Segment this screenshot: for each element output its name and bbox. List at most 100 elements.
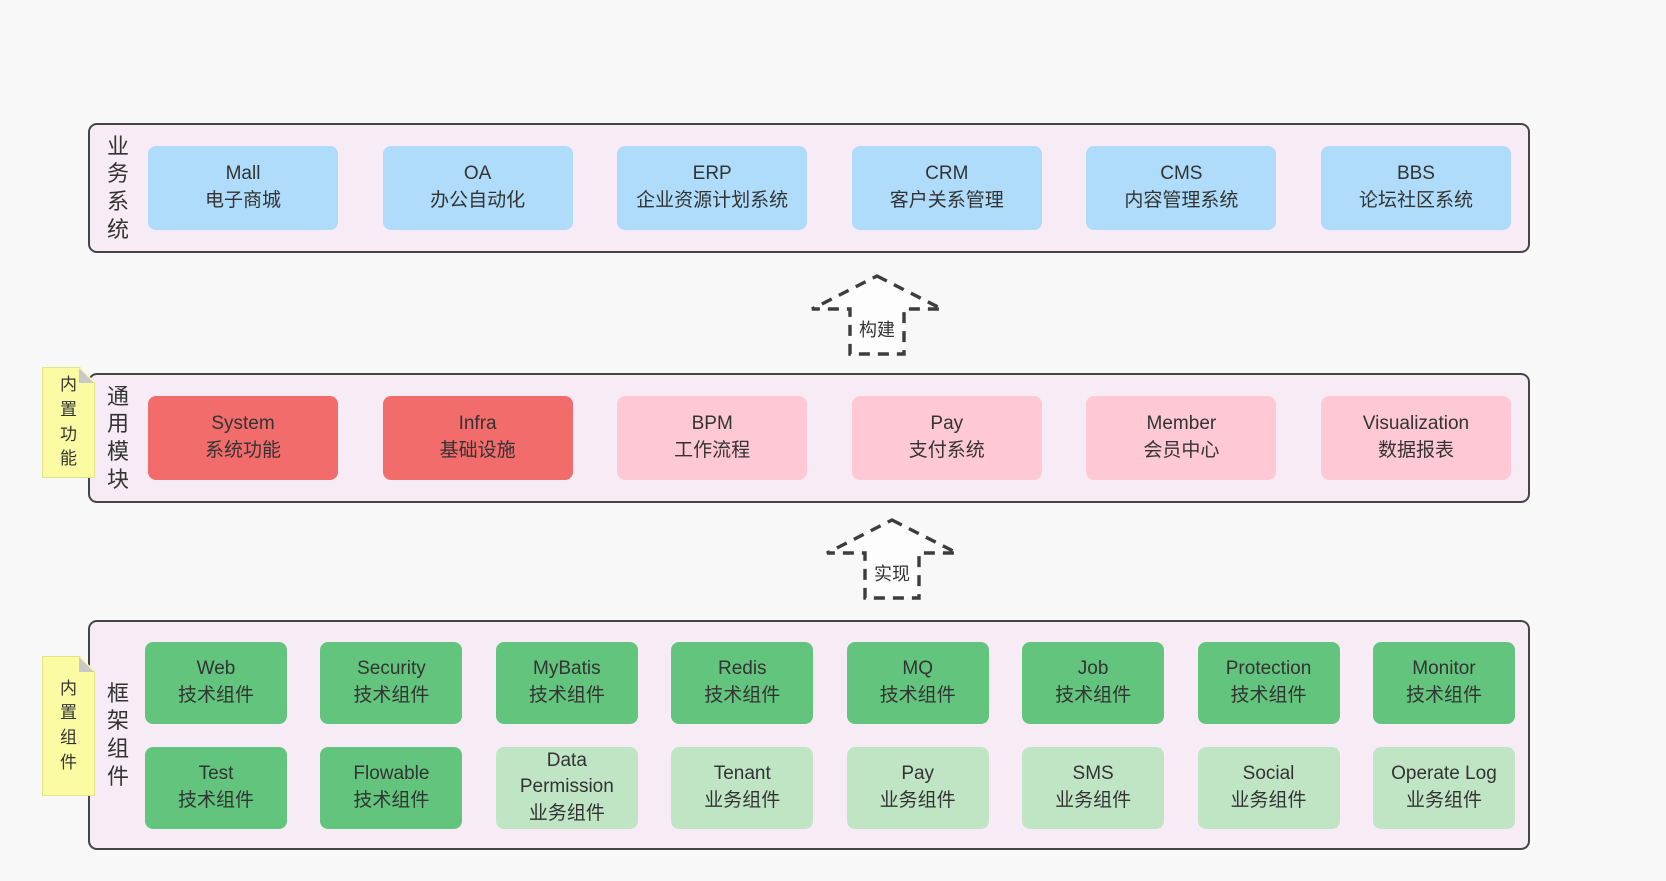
layer-label: 通用模块 xyxy=(106,383,129,492)
box-name: SMS xyxy=(1072,763,1114,785)
box-subtitle: 技术组件 xyxy=(353,789,430,811)
box-name: Operate Log xyxy=(1391,763,1497,785)
box-name: Protection xyxy=(1225,658,1312,680)
box-subtitle: 业务组件 xyxy=(1405,789,1482,811)
box-crm: CRM 客户关系管理 xyxy=(851,146,1042,230)
layer-framework-components: 框架组件 Web 技术组件 Security 技术组件 MyBatis 技术组件… xyxy=(88,620,1530,850)
box-subtitle: 论坛社区系统 xyxy=(1358,190,1473,211)
layer-common-modules: 通用模块 System 系统功能 Infra 基础设施 BPM 工作流程 Pay… xyxy=(88,373,1530,503)
arrow-label: 构建 xyxy=(858,316,896,342)
box-monitor: Monitor 技术组件 xyxy=(1372,641,1515,724)
box-test: Test 技术组件 xyxy=(145,746,287,829)
arrow-label: 实现 xyxy=(873,560,911,586)
box-subtitle: 办公自动化 xyxy=(430,190,526,211)
box-subtitle: 客户关系管理 xyxy=(889,190,1004,211)
box-name: Redis xyxy=(717,658,767,680)
box-subtitle: 技术组件 xyxy=(879,684,956,706)
box-pay-biz: Pay 业务组件 xyxy=(846,746,989,829)
note-label: 内置组件 xyxy=(60,678,77,772)
implement-arrow: 实现 xyxy=(824,517,960,601)
box-flowable: Flowable 技术组件 xyxy=(320,746,463,829)
box-data-permission: Data Permission 业务组件 xyxy=(495,746,638,829)
box-subtitle: 数据报表 xyxy=(1377,440,1454,461)
box-protection: Protection 技术组件 xyxy=(1197,641,1340,724)
box-subtitle: 技术组件 xyxy=(177,684,254,706)
box-operate-log: Operate Log 业务组件 xyxy=(1372,746,1515,829)
layer-label: 框架组件 xyxy=(106,680,129,789)
box-visualization: Visualization 数据报表 xyxy=(1320,396,1511,480)
component-boxes-grid: Web 技术组件 Security 技术组件 MyBatis 技术组件 Redi… xyxy=(133,641,1528,829)
layer-label: 业务系统 xyxy=(106,133,129,242)
box-subtitle: 技术组件 xyxy=(353,684,430,706)
box-subtitle: 技术组件 xyxy=(1055,684,1132,706)
box-name: Data Permission xyxy=(519,750,614,798)
box-mq: MQ 技术组件 xyxy=(846,641,989,724)
box-subtitle: 技术组件 xyxy=(177,789,254,811)
box-pay: Pay 支付系统 xyxy=(851,396,1042,480)
box-name: CRM xyxy=(925,163,969,185)
box-name: BPM xyxy=(691,413,733,435)
box-name: Web xyxy=(196,658,236,680)
note-built-in-features: 内置功能 xyxy=(42,367,95,478)
box-subtitle: 支付系统 xyxy=(908,440,985,461)
box-name: Security xyxy=(357,658,426,680)
box-subtitle: 技术组件 xyxy=(1405,684,1482,706)
note-label: 内置功能 xyxy=(60,375,77,469)
box-subtitle: 技术组件 xyxy=(704,684,781,706)
layer-business-systems: 业务系统 Mall 电子商城 OA 办公自动化 ERP 企业资源计划系统 CRM… xyxy=(88,123,1530,253)
box-name: MQ xyxy=(902,658,933,680)
box-name: Job xyxy=(1077,658,1109,680)
box-sms: SMS 业务组件 xyxy=(1022,746,1165,829)
box-subtitle: 内容管理系统 xyxy=(1124,190,1239,211)
component-row-2: Test 技术组件 Flowable 技术组件 Data Permission … xyxy=(145,746,1515,829)
box-member: Member 会员中心 xyxy=(1086,396,1277,480)
box-oa: OA 办公自动化 xyxy=(382,146,573,230)
box-social: Social 业务组件 xyxy=(1197,746,1340,829)
box-subtitle: 会员中心 xyxy=(1143,440,1220,461)
box-redis: Redis 技术组件 xyxy=(671,641,814,724)
box-name: Visualization xyxy=(1362,413,1470,435)
box-subtitle: 技术组件 xyxy=(1230,684,1307,706)
note-built-in-components: 内置组件 xyxy=(42,656,95,796)
box-web: Web 技术组件 xyxy=(145,641,287,724)
box-bpm: BPM 工作流程 xyxy=(617,396,808,480)
box-name: CMS xyxy=(1160,163,1203,185)
box-name: Social xyxy=(1242,763,1295,785)
box-name: Monitor xyxy=(1412,658,1476,680)
box-mall: Mall 电子商城 xyxy=(148,146,338,230)
dashed-up-arrow-icon xyxy=(826,518,958,600)
component-row-1: Web 技术组件 Security 技术组件 MyBatis 技术组件 Redi… xyxy=(145,641,1515,724)
box-subtitle: 业务组件 xyxy=(879,789,956,811)
box-name: System xyxy=(211,413,275,435)
box-subtitle: 业务组件 xyxy=(1230,789,1307,811)
box-subtitle: 工作流程 xyxy=(674,440,751,461)
box-name: Member xyxy=(1146,413,1217,435)
box-infra: Infra 基础设施 xyxy=(382,396,573,480)
box-subtitle: 业务组件 xyxy=(704,789,781,811)
box-name: ERP xyxy=(692,163,732,185)
dashed-up-arrow-icon xyxy=(811,274,943,356)
box-subtitle: 业务组件 xyxy=(1055,789,1132,811)
box-subtitle: 技术组件 xyxy=(528,684,605,706)
box-subtitle: 业务组件 xyxy=(528,802,605,824)
box-subtitle: 基础设施 xyxy=(439,440,516,461)
box-subtitle: 系统功能 xyxy=(204,440,281,461)
box-name: Infra xyxy=(458,413,497,435)
box-name: Test xyxy=(198,763,234,785)
box-security: Security 技术组件 xyxy=(320,641,463,724)
box-name: Flowable xyxy=(353,763,430,785)
box-name: Pay xyxy=(901,763,935,785)
box-job: Job 技术组件 xyxy=(1022,641,1165,724)
box-name: Mall xyxy=(225,163,261,185)
box-subtitle: 电子商城 xyxy=(204,190,281,211)
module-boxes-row: System 系统功能 Infra 基础设施 BPM 工作流程 Pay 支付系统… xyxy=(133,396,1528,480)
box-subtitle: 企业资源计划系统 xyxy=(636,190,789,211)
box-mybatis: MyBatis 技术组件 xyxy=(495,641,638,724)
build-arrow: 构建 xyxy=(809,273,945,357)
box-name: Pay xyxy=(930,413,964,435)
business-boxes-row: Mall 电子商城 OA 办公自动化 ERP 企业资源计划系统 CRM 客户关系… xyxy=(133,146,1528,230)
box-name: BBS xyxy=(1396,163,1435,185)
box-cms: CMS 内容管理系统 xyxy=(1086,146,1277,230)
box-name: MyBatis xyxy=(533,658,601,680)
box-system: System 系统功能 xyxy=(148,396,338,480)
